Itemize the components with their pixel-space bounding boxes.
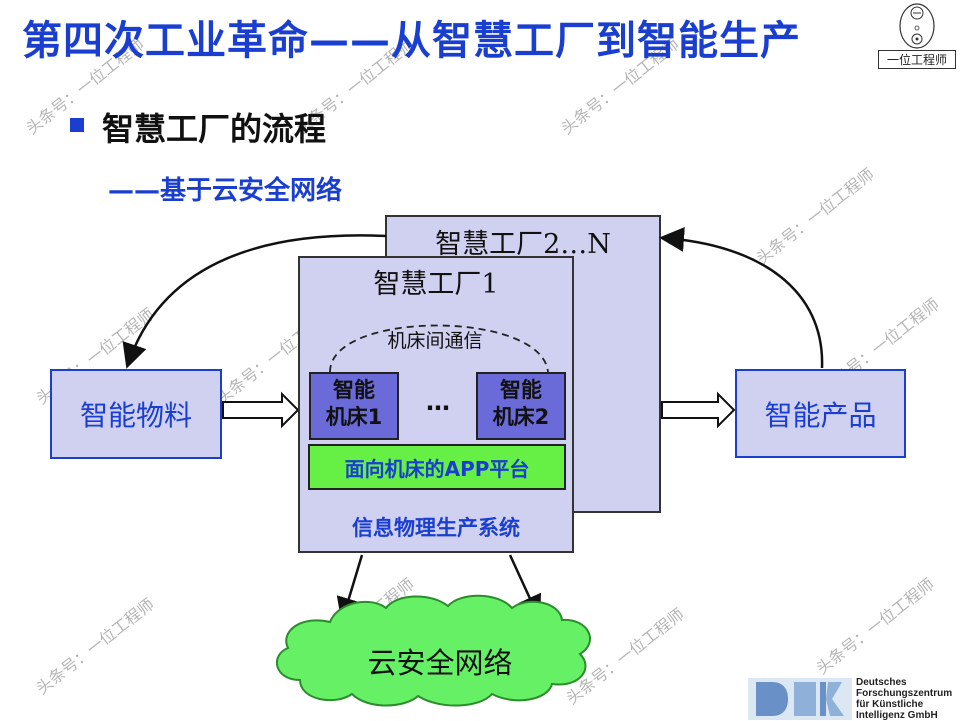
smart-materials-box: 智能物料 [50,369,222,459]
machine-comm-label: 机床间通信 [387,330,483,352]
machine-2-line-2: 机床2 [492,405,550,429]
dfki-logo-text: Deutsches Forschungszentrum für Künstlic… [856,677,953,721]
machine-1-box: 智能 机床1 [309,372,399,440]
logo-caption: 一位工程师 [878,50,956,69]
app-platform-box: 面向机床的APP平台 [308,444,566,490]
factory-n-label: 智慧工厂2…N [435,229,611,260]
bullet-square-icon [70,118,84,132]
machine-comm-arc [329,324,549,373]
dfki-logo-icon [748,678,852,720]
cps-label: 信息物理生产系统 [352,516,520,540]
smart-products-box: 智能产品 [735,369,906,458]
app-platform-label: 面向机床的APP平台 [344,456,530,481]
machine-ellipsis: … [426,388,450,416]
smart-products-label: 智能产品 [764,398,877,432]
arrow-products-to-factory [659,226,824,369]
hollow-arrow-input [222,391,300,429]
bullet-heading: 智慧工厂的流程 [102,110,327,148]
cloud-security-label: 云安全网络 [367,646,513,680]
machine-1-line-1: 智能 [333,378,375,402]
slide-title: 第四次工业革命——从智慧工厂到智能生产 [22,18,801,64]
smart-materials-label: 智能物料 [79,399,192,432]
hollow-arrow-output [661,391,736,429]
machine-2-box: 智能 机床2 [476,372,566,440]
seal-logo-icon [899,3,935,49]
arrow-factory-to-materials [122,234,387,369]
cloud-shape [276,594,591,707]
machine-1-line-2: 机床1 [325,405,383,429]
factory-1-label: 智慧工厂1 [373,269,499,300]
machine-2-line-1: 智能 [500,378,542,402]
bullet-subtitle: ——基于云安全网络 [108,176,343,206]
